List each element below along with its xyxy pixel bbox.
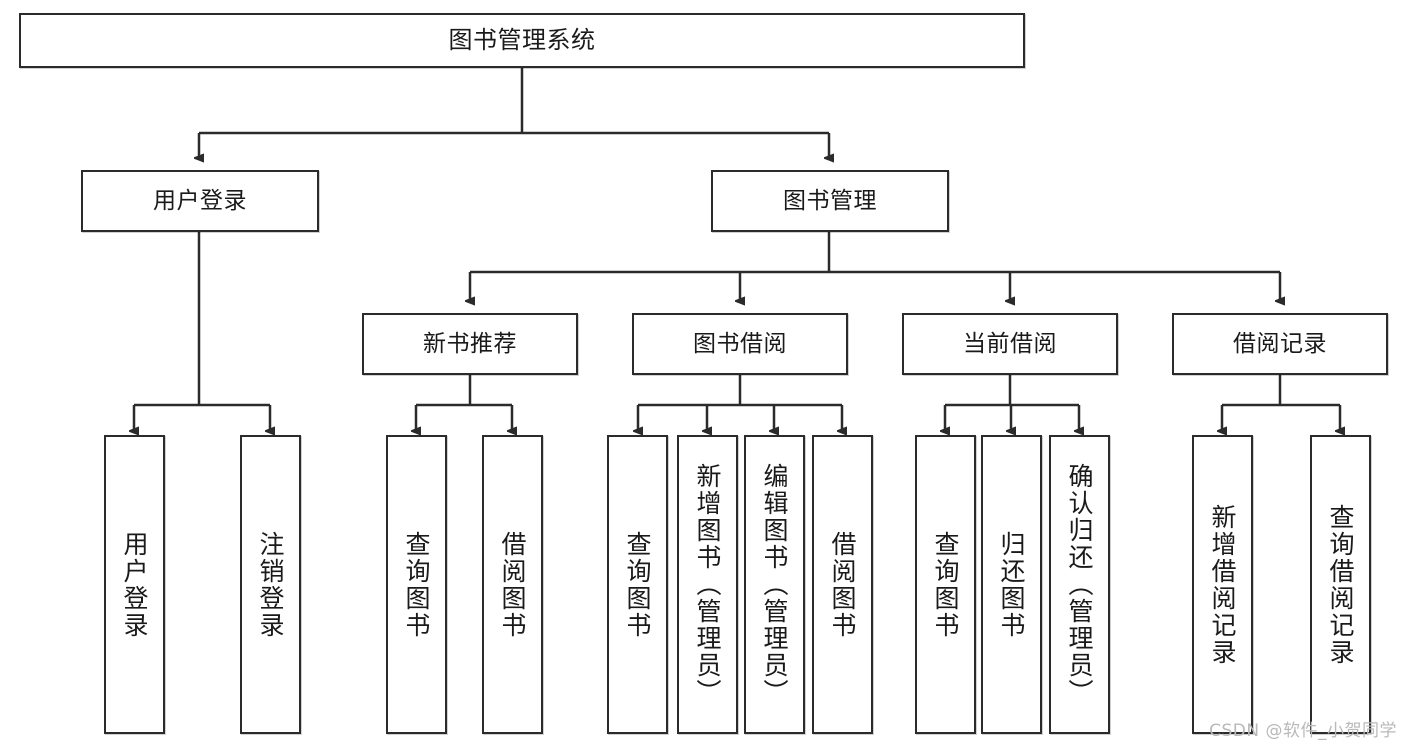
node-current-borrow-label: 当前借阅: [963, 330, 1057, 357]
node-leaf-current-confirm-return-admin-label: 确认归还（管理员）: [1065, 463, 1094, 706]
node-book-manage[interactable]: 图书管理: [711, 170, 949, 232]
node-leaf-borrow-lend-book[interactable]: 借阅图书: [812, 435, 873, 734]
node-leaf-user-login-label: 用户登录: [120, 530, 149, 639]
node-user-login[interactable]: 用户登录: [81, 170, 319, 232]
node-leaf-user-login[interactable]: 用户登录: [104, 435, 165, 734]
node-leaf-current-query-book-label: 查询图书: [931, 530, 960, 639]
node-leaf-record-add[interactable]: 新增借阅记录: [1192, 435, 1253, 734]
node-leaf-current-return-book-label: 归还图书: [997, 530, 1026, 639]
node-leaf-recommend-query-book[interactable]: 查询图书: [386, 435, 447, 734]
node-book-borrow[interactable]: 图书借阅: [632, 313, 848, 375]
node-leaf-recommend-borrow-book-label: 借阅图书: [498, 530, 527, 639]
node-user-login-label: 用户登录: [153, 187, 247, 214]
node-leaf-record-search-label: 查询借阅记录: [1326, 503, 1355, 666]
node-leaf-borrow-edit-book-admin-label: 编辑图书（管理员）: [760, 463, 789, 706]
node-leaf-record-search[interactable]: 查询借阅记录: [1310, 435, 1371, 734]
node-leaf-recommend-query-book-label: 查询图书: [402, 530, 431, 639]
node-borrow-record-label: 借阅记录: [1233, 330, 1327, 357]
node-book-borrow-label: 图书借阅: [693, 330, 787, 357]
node-book-manage-label: 图书管理: [783, 187, 877, 214]
node-borrow-record[interactable]: 借阅记录: [1172, 313, 1388, 375]
node-new-book-recommend[interactable]: 新书推荐: [362, 313, 578, 375]
node-new-book-recommend-label: 新书推荐: [423, 330, 517, 357]
node-leaf-user-logout[interactable]: 注销登录: [240, 435, 301, 734]
node-root-label: 图书管理系统: [448, 25, 596, 54]
node-leaf-borrow-add-book-admin-label: 新增图书（管理员）: [693, 463, 722, 706]
node-leaf-borrow-query-book-label: 查询图书: [623, 530, 652, 639]
node-leaf-current-return-book[interactable]: 归还图书: [981, 435, 1042, 734]
node-leaf-user-logout-label: 注销登录: [256, 530, 285, 639]
node-leaf-record-add-label: 新增借阅记录: [1208, 503, 1237, 666]
node-leaf-borrow-lend-book-label: 借阅图书: [828, 530, 857, 639]
node-leaf-current-confirm-return-admin[interactable]: 确认归还（管理员）: [1049, 435, 1110, 734]
node-current-borrow[interactable]: 当前借阅: [902, 313, 1118, 375]
node-leaf-recommend-borrow-book[interactable]: 借阅图书: [482, 435, 543, 734]
node-leaf-current-query-book[interactable]: 查询图书: [915, 435, 976, 734]
watermark-text: CSDN @软件_小贺同学: [1209, 721, 1397, 741]
node-leaf-borrow-query-book[interactable]: 查询图书: [607, 435, 668, 734]
node-root[interactable]: 图书管理系统: [19, 13, 1025, 68]
node-leaf-borrow-edit-book-admin[interactable]: 编辑图书（管理员）: [744, 435, 805, 734]
node-leaf-borrow-add-book-admin[interactable]: 新增图书（管理员）: [677, 435, 738, 734]
